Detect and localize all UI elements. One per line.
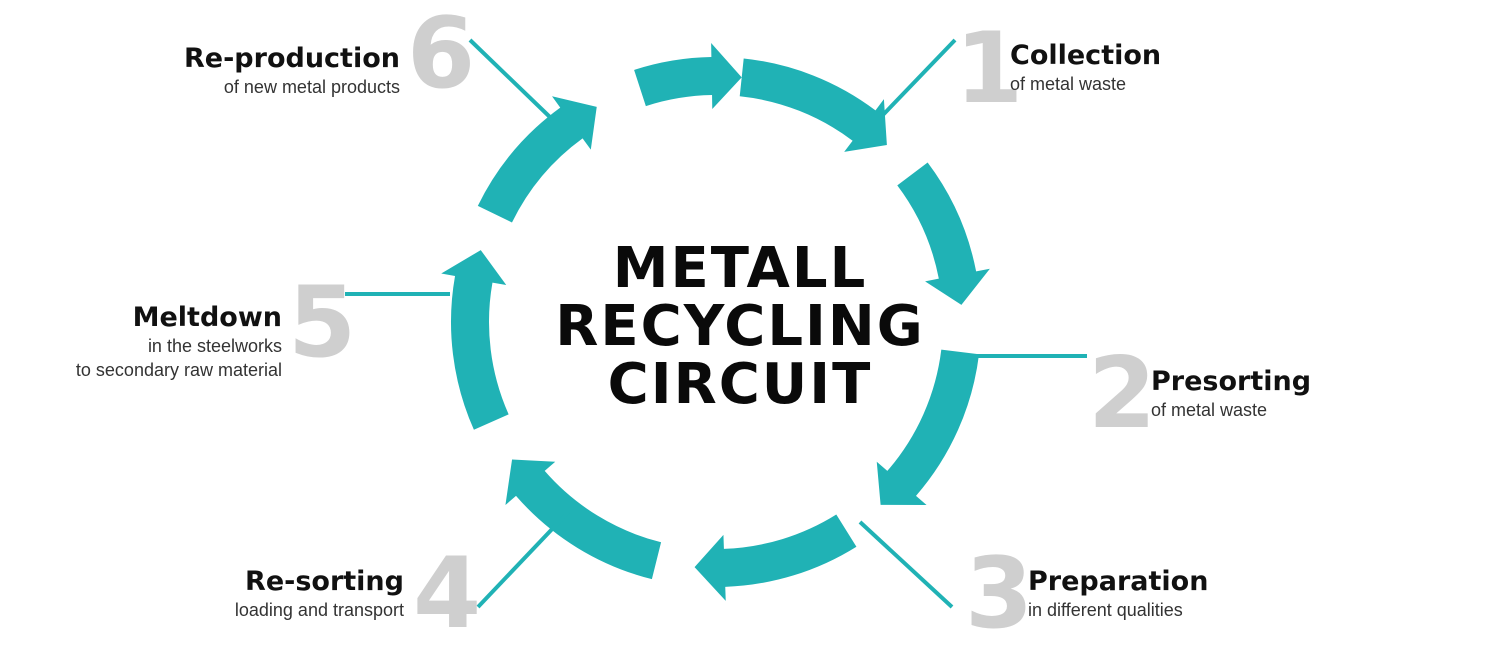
cycle-arrow-segment-3	[876, 349, 980, 506]
step-4-title: Re-sorting	[245, 566, 404, 597]
step-4-subtitle: loading and transport	[234, 600, 404, 620]
step-1: Collection of metal waste	[1010, 40, 1161, 96]
step-6: Re-production of new metal products	[120, 43, 400, 99]
step-2-number: 2	[1088, 337, 1157, 451]
leader-line-4	[476, 503, 577, 609]
leader-line-3	[858, 520, 954, 609]
step-1-number: 1	[955, 12, 1024, 126]
step-6-title: Re-production	[184, 43, 400, 74]
cycle-arrow-segment-2	[897, 162, 990, 305]
cycle-arrow-segment-8	[634, 43, 742, 110]
step-3-number: 3	[965, 537, 1034, 651]
step-3-subtitle: in different qualities	[1028, 600, 1183, 620]
cycle-arrow-segment-5	[505, 459, 662, 580]
center-title: METALL RECYCLING CIRCUIT	[540, 240, 940, 414]
center-title-line2: RECYCLING	[555, 294, 925, 359]
cycle-arrow-segment-1	[739, 58, 887, 152]
step-2: Presorting of metal waste	[1151, 366, 1311, 422]
step-1-subtitle: of metal waste	[1010, 74, 1127, 94]
step-5-subtitle-line2: to secondary raw material	[75, 360, 282, 380]
cycle-arrow-segment-4	[694, 514, 857, 601]
cycle-arrow-segment-6	[441, 250, 509, 430]
center-title-line1: METALL	[612, 236, 868, 301]
step-1-title: Collection	[1010, 40, 1162, 71]
leader-line-1	[878, 38, 957, 120]
step-6-subtitle: of new metal products	[223, 77, 400, 97]
step-2-title: Presorting	[1151, 366, 1312, 397]
step-2-subtitle: of metal waste	[1151, 400, 1268, 420]
step-4-number: 4	[413, 537, 482, 651]
leader-line-6	[468, 38, 555, 122]
step-5-number: 5	[288, 266, 357, 380]
step-5-title: Meltdown	[132, 302, 282, 333]
step-3: Preparation in different qualities	[1028, 566, 1208, 622]
step-3-title: Preparation	[1028, 566, 1209, 597]
step-5: Meltdown in the steelworks to secondary …	[20, 302, 282, 382]
cycle-arrow-segment-7	[477, 96, 597, 223]
step-4: Re-sorting loading and transport	[150, 566, 404, 622]
step-6-number: 6	[407, 0, 476, 111]
center-title-line3: CIRCUIT	[607, 352, 873, 417]
step-5-subtitle-line1: in the steelworks	[147, 336, 282, 356]
